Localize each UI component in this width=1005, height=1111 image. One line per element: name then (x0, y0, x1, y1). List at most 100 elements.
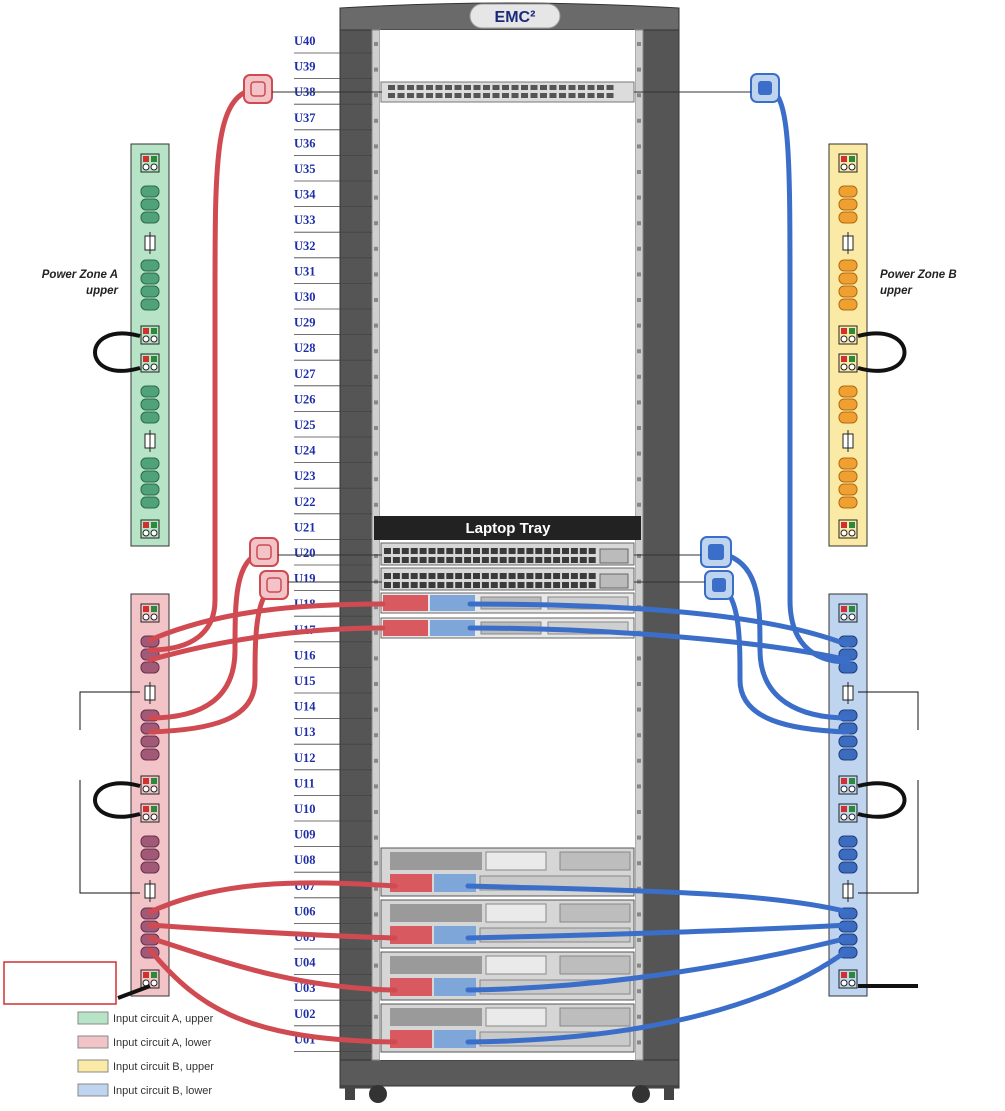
rail-hole (637, 1040, 641, 1045)
switch-port (490, 548, 498, 554)
rail-hole (637, 67, 641, 72)
unit-label-u12: U12 (294, 751, 316, 765)
rail-hole (637, 682, 641, 686)
jumper-cables (93, 331, 918, 1000)
switch-port (410, 548, 418, 554)
unit-label-u13: U13 (294, 725, 316, 739)
switch-port (517, 548, 525, 554)
server-vent (390, 852, 482, 870)
unit-label-u04: U04 (294, 956, 316, 970)
pdu-outlet (838, 198, 858, 211)
rail-hole (374, 810, 378, 814)
switch-u19 (380, 567, 635, 591)
bracket-b-bottom (858, 780, 919, 894)
rail-hole (374, 502, 378, 507)
switch-port (384, 573, 391, 579)
cable-a-u17 (147, 625, 386, 663)
pdu-outlet (838, 496, 858, 509)
rail-hole (637, 400, 641, 405)
pdu-outlet (140, 198, 160, 211)
unit-label-u14: U14 (294, 700, 316, 714)
rail-hole (374, 758, 378, 763)
switch-port (526, 557, 534, 563)
switch-port (535, 582, 543, 588)
switch-port (587, 93, 595, 98)
power-cables-circuit-b (465, 85, 851, 1045)
pdu-breaker-knob (142, 813, 150, 821)
pdu-outlet (140, 298, 160, 311)
switch-port (499, 582, 507, 588)
pdu-outlet (838, 748, 858, 761)
rack-bottom (339, 1059, 680, 1087)
server-io (485, 903, 547, 923)
pdu-outlet (140, 211, 160, 224)
switch-port (570, 557, 578, 563)
switch-port (499, 573, 507, 579)
rail-hole (637, 784, 641, 789)
pdu-outlet (838, 457, 858, 470)
highlight-box (3, 961, 117, 1005)
rail-hole (374, 835, 378, 840)
pdu-breaker-knob (848, 785, 856, 793)
server-u17-psu-a (383, 620, 428, 636)
switch-port (455, 582, 463, 588)
switch-port (401, 557, 409, 563)
rail-hole (637, 861, 641, 866)
pdu-breaker-knob (150, 785, 158, 793)
server-u18-psu-b (430, 595, 475, 611)
cable-b-u01 (465, 947, 851, 1045)
switch-port (464, 93, 471, 98)
unit-label-u11: U11 (294, 776, 315, 790)
cable-a-u07 (147, 880, 398, 915)
pdu-breaker-knob (142, 163, 150, 171)
switch-port (562, 557, 569, 563)
switch-port (502, 85, 509, 90)
rack-caster (369, 1085, 387, 1103)
switch-port (464, 573, 472, 579)
pdu-outlet (140, 457, 160, 470)
rail-hole (374, 400, 378, 405)
switch-port (481, 548, 489, 554)
rail-hole (637, 272, 641, 277)
unit-label-u02: U02 (294, 1007, 316, 1021)
switch-port (473, 557, 480, 563)
laptop-tray-label: Laptop Tray (465, 520, 551, 537)
switch-port (588, 548, 596, 554)
pdu-breaker-led (143, 972, 149, 978)
pdu-outlet (140, 848, 160, 861)
switch-port (445, 93, 452, 98)
switch-u20 (380, 542, 635, 566)
pdu-outlet (140, 861, 160, 874)
pdu-breaker-led (143, 156, 149, 162)
switch-port (544, 582, 552, 588)
switch-port (570, 573, 578, 579)
plug-b-u20 (700, 536, 732, 568)
server-u18-psu-a (383, 595, 428, 611)
legend-swatch-2 (77, 1059, 109, 1073)
switch-port (587, 85, 595, 90)
switch-port (392, 557, 400, 563)
switch-port (435, 85, 443, 90)
switch-port (426, 93, 433, 98)
unit-label-u30: U30 (294, 290, 316, 304)
pdu-breaker-led (151, 606, 157, 612)
bracket-a-bottom (79, 780, 140, 894)
rail-hole (374, 682, 378, 686)
pdu-breaker-knob (142, 363, 150, 371)
plug-a-u19 (259, 570, 289, 600)
pdu-breaker-knob (840, 163, 848, 171)
rail-hole (637, 477, 641, 482)
pdu-outlet (140, 748, 160, 761)
pdu-breaker-knob (150, 979, 158, 987)
unit-label-u21: U21 (294, 520, 316, 534)
switch-port (473, 85, 481, 90)
switch-port (535, 573, 543, 579)
server-io (485, 851, 547, 871)
rail-hole (637, 221, 641, 226)
rail-hole (374, 477, 378, 482)
switch-port (553, 557, 561, 563)
pdu-outlet (838, 385, 858, 398)
cable-b-u17 (467, 625, 851, 663)
rail-hole (374, 656, 378, 661)
rail-hole (374, 374, 378, 379)
